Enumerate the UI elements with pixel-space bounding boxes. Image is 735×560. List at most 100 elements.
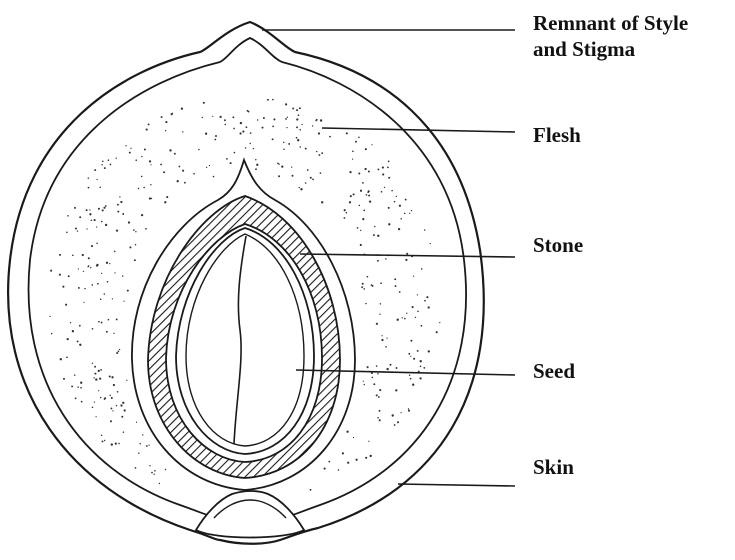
- stipple-dot: [135, 244, 137, 246]
- stipple-dot: [248, 111, 250, 113]
- stipple-dot: [365, 457, 367, 459]
- stipple-dot: [71, 385, 73, 387]
- stipple-dot: [202, 117, 203, 118]
- stipple-dot: [371, 377, 373, 379]
- stipple-dot: [287, 117, 288, 118]
- stipple-dot: [370, 455, 372, 457]
- stipple-dot: [412, 384, 414, 386]
- stipple-dot: [272, 126, 274, 128]
- stipple-dot: [114, 251, 116, 253]
- stipple-dot: [111, 376, 113, 378]
- stipple-dot: [338, 469, 340, 471]
- stipple-dot: [406, 253, 408, 255]
- stipple-dot: [96, 243, 98, 245]
- stipple-dot: [346, 132, 348, 134]
- stipple-dot: [149, 160, 151, 162]
- stipple-dot: [291, 166, 292, 167]
- stipple-dot: [305, 182, 307, 184]
- stipple-dot: [99, 186, 101, 188]
- stipple-dot: [214, 139, 216, 141]
- stipple-dot: [212, 116, 213, 117]
- stipple-dot: [387, 166, 389, 168]
- stipple-dot: [292, 108, 294, 110]
- stipple-dot: [398, 228, 400, 230]
- stipple-dot: [146, 445, 148, 447]
- stipple-dot: [367, 366, 369, 368]
- stipple-dot: [363, 288, 365, 290]
- stipple-dot: [104, 167, 106, 169]
- stipple-dot: [365, 303, 367, 305]
- stipple-dot: [81, 401, 83, 403]
- stipple-dot: [141, 156, 142, 157]
- stipple-dot: [94, 366, 96, 368]
- stipple-dot: [119, 349, 120, 350]
- stipple-dot: [409, 213, 410, 214]
- stipple-dot: [257, 119, 258, 120]
- stipple-dot: [428, 306, 430, 308]
- stipple-dot: [142, 434, 143, 435]
- stipple-dot: [96, 226, 97, 227]
- stipple-dot: [436, 331, 438, 333]
- stipple-dot: [267, 99, 269, 101]
- label-skin: Skin: [533, 454, 574, 480]
- stipple-dot: [98, 370, 100, 372]
- stipple-dot: [113, 333, 114, 334]
- stipple-dot: [118, 350, 120, 352]
- stipple-dot: [381, 335, 382, 336]
- stipple-dot: [305, 148, 307, 150]
- stipple-dot: [379, 410, 381, 412]
- stipple-dot: [417, 311, 419, 313]
- stipple-dot: [116, 352, 118, 354]
- stipple-dot: [101, 164, 102, 165]
- stipple-dot: [390, 364, 392, 366]
- stipple-dot: [413, 358, 415, 360]
- stipple-dot: [362, 218, 364, 220]
- stipple-dot: [362, 182, 364, 184]
- stipple-dot: [92, 407, 94, 409]
- stipple-dot: [117, 204, 119, 206]
- stipple-dot: [360, 190, 362, 192]
- stipple-dot: [283, 149, 285, 151]
- stipple-dot: [250, 132, 252, 134]
- stipple-dot: [150, 184, 151, 185]
- stipple-dot: [104, 293, 106, 295]
- stipple-dot: [421, 268, 423, 270]
- stipple-dot: [360, 230, 361, 231]
- stipple-dot: [350, 195, 352, 197]
- stipple-dot: [122, 402, 124, 404]
- stipple-dot: [117, 391, 119, 393]
- stipple-dot: [83, 271, 84, 272]
- stipple-dot: [246, 126, 248, 128]
- stipple-dot: [100, 397, 102, 399]
- stipple-dot: [138, 452, 139, 453]
- stipple-dot: [86, 228, 87, 229]
- stipple-dot: [285, 103, 287, 105]
- stipple-dot: [88, 265, 90, 267]
- stipple-dot: [72, 330, 74, 332]
- stipple-dot: [66, 232, 68, 234]
- stipple-dot: [394, 201, 396, 203]
- stipple-dot: [145, 228, 147, 230]
- stipple-dot: [91, 220, 93, 222]
- stipple-dot: [177, 180, 179, 182]
- stipple-dot: [110, 407, 112, 409]
- stipple-dot: [298, 114, 300, 116]
- stipple-dot: [364, 168, 366, 170]
- stipple-dot: [296, 118, 298, 120]
- stipple-dot: [104, 397, 106, 399]
- stipple-dot: [357, 227, 359, 229]
- stipple-dot: [159, 483, 160, 484]
- stipple-dot: [324, 468, 326, 470]
- stipple-dot: [299, 187, 300, 188]
- stipple-dot: [240, 122, 242, 124]
- stipple-dot: [249, 143, 250, 144]
- stipple-dot: [63, 378, 65, 380]
- stipple-dot: [379, 314, 380, 315]
- stipple-dot: [74, 374, 76, 376]
- stipple-dot: [424, 300, 426, 302]
- stipple-dot: [92, 363, 93, 364]
- stipple-dot: [124, 409, 126, 411]
- stipple-dot: [385, 258, 387, 260]
- stipple-dot: [234, 152, 236, 154]
- stipple-dot: [141, 214, 143, 216]
